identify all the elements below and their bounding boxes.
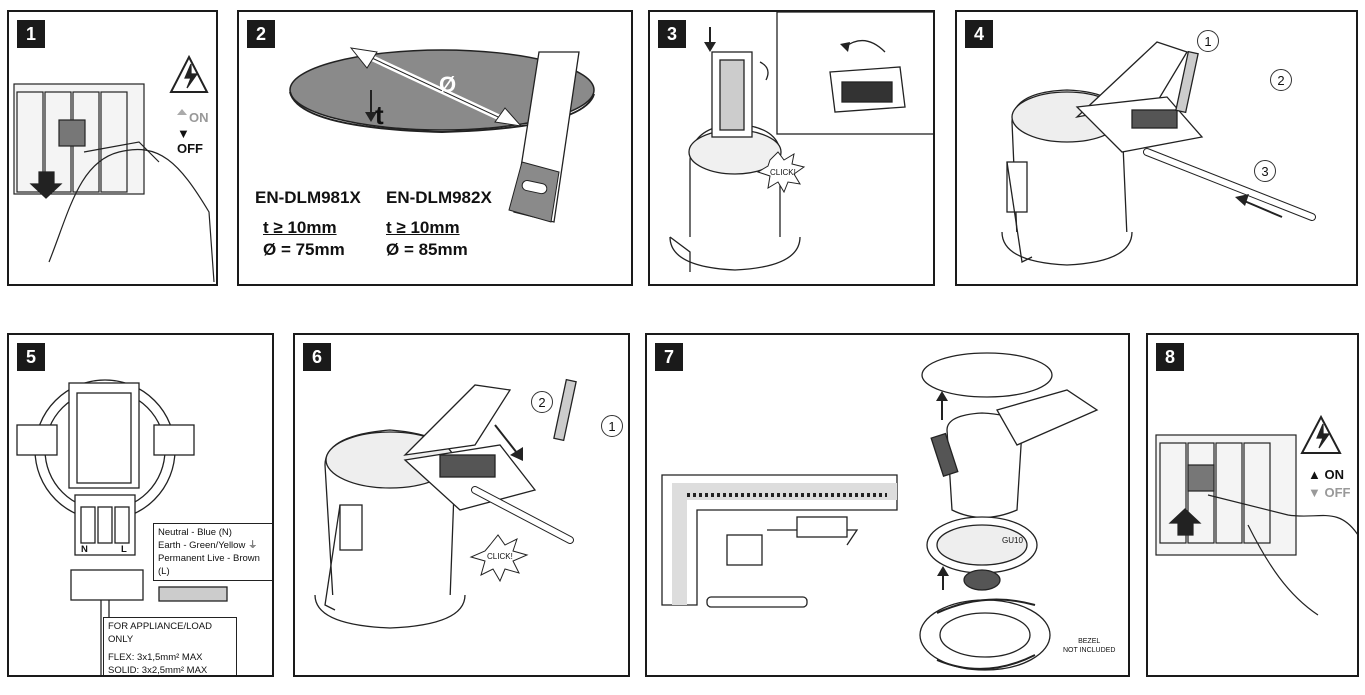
breaker-on-illustration bbox=[1155, 414, 1357, 616]
earth-wire-label: Earth - Green/Yellow ⏚ bbox=[158, 540, 258, 551]
panel-8: 8 ▲ ON ▼ OFF bbox=[1146, 333, 1359, 677]
not-included-label: NOT INCLUDED bbox=[1063, 647, 1116, 654]
off-label: OFF bbox=[177, 141, 203, 156]
closing-terminal-illustration bbox=[314, 378, 577, 629]
step-circle-1: 1 bbox=[601, 415, 623, 437]
model-1: EN-DLM981X bbox=[255, 188, 361, 207]
panel-2: 2 t Ø EN-DLM981X EN-DLM982X t ≥ 10mm Ø =… bbox=[237, 10, 633, 286]
step-circle-3: 3 bbox=[1254, 160, 1276, 182]
wire-color-legend: Neutral - Blue (N) Earth - Green/Yellow … bbox=[153, 523, 272, 581]
step-circle-1: 1 bbox=[1197, 30, 1219, 52]
step-number: 1 bbox=[17, 20, 45, 48]
step-number: 3 bbox=[658, 20, 686, 48]
step-circle-2: 2 bbox=[1270, 69, 1292, 91]
load-spec-box: FOR APPLIANCE/LOAD ONLY FLEX: 3x1,5mm² M… bbox=[103, 617, 237, 676]
on-label: ON bbox=[189, 110, 209, 125]
diameter-spec-2: Ø = 85mm bbox=[386, 240, 468, 259]
panel-4: 4 1 2 3 bbox=[955, 10, 1358, 286]
off-label-wrap: ▼ OFF bbox=[1308, 485, 1351, 500]
on-label-wrap: ▲ ON bbox=[1308, 467, 1344, 482]
step-circle-2: 2 bbox=[531, 391, 553, 413]
step-number: 8 bbox=[1156, 343, 1184, 371]
terminal-wiring-diagram bbox=[16, 379, 228, 675]
solid-spec: SOLID: 3x2,5mm² MAX bbox=[108, 665, 208, 676]
thickness-spec-1: t ≥ 10mm bbox=[263, 218, 337, 237]
thickness-label: t bbox=[375, 100, 384, 130]
wiring-illustration bbox=[1001, 41, 1316, 266]
step-number: 4 bbox=[965, 20, 993, 48]
panel-1: 1 ON ▼ OFF bbox=[7, 10, 218, 286]
click-label: CLICK! bbox=[487, 552, 513, 561]
on-label: ON bbox=[1324, 467, 1344, 482]
ladder-icon bbox=[177, 109, 187, 133]
neutral-wire-label: Neutral - Blue (N) bbox=[158, 527, 232, 538]
flex-spec: FLEX: 3x1,5mm² MAX bbox=[108, 652, 203, 663]
diameter-spec-1: Ø = 75mm bbox=[263, 240, 345, 259]
breaker-off-illustration bbox=[13, 54, 215, 283]
ceiling-hole-illustration bbox=[289, 47, 595, 223]
neutral-terminal-label: N bbox=[81, 544, 88, 555]
model-2: EN-DLM982X bbox=[386, 188, 492, 207]
diameter-label: Ø bbox=[439, 72, 457, 97]
gu10-label: GU10 bbox=[1002, 536, 1023, 545]
panel-5: 5 N L Neutral - Blue (N) Earth - Green/Y… bbox=[7, 333, 274, 677]
click-label: CLICK! bbox=[770, 168, 796, 177]
terminal-box-click-illustration bbox=[669, 12, 933, 272]
step-number: 5 bbox=[17, 343, 45, 371]
load-note: FOR APPLIANCE/LOAD ONLY bbox=[108, 621, 213, 645]
bezel-note: BEZEL NOT INCLUDED bbox=[1063, 637, 1115, 655]
off-label: OFF bbox=[1324, 485, 1351, 500]
live-terminal-label: L bbox=[121, 544, 127, 555]
bezel-label: BEZEL bbox=[1078, 638, 1101, 645]
live-wire-label: Permanent Live - Brown (L) bbox=[158, 553, 260, 577]
step-number: 6 bbox=[303, 343, 331, 371]
thickness-spec-2: t ≥ 10mm bbox=[386, 218, 460, 237]
step-number: 2 bbox=[247, 20, 275, 48]
step-number: 7 bbox=[655, 343, 683, 371]
panel-7: 7 GU10 BEZEL NOT INCLUDED bbox=[645, 333, 1130, 677]
panel-3: 3 CLICK! bbox=[648, 10, 935, 286]
off-label-wrap: ▼ OFF bbox=[177, 126, 203, 156]
panel-6: 6 CLICK! 2 1 bbox=[293, 333, 630, 677]
lamp-install-illustration bbox=[661, 352, 1099, 671]
